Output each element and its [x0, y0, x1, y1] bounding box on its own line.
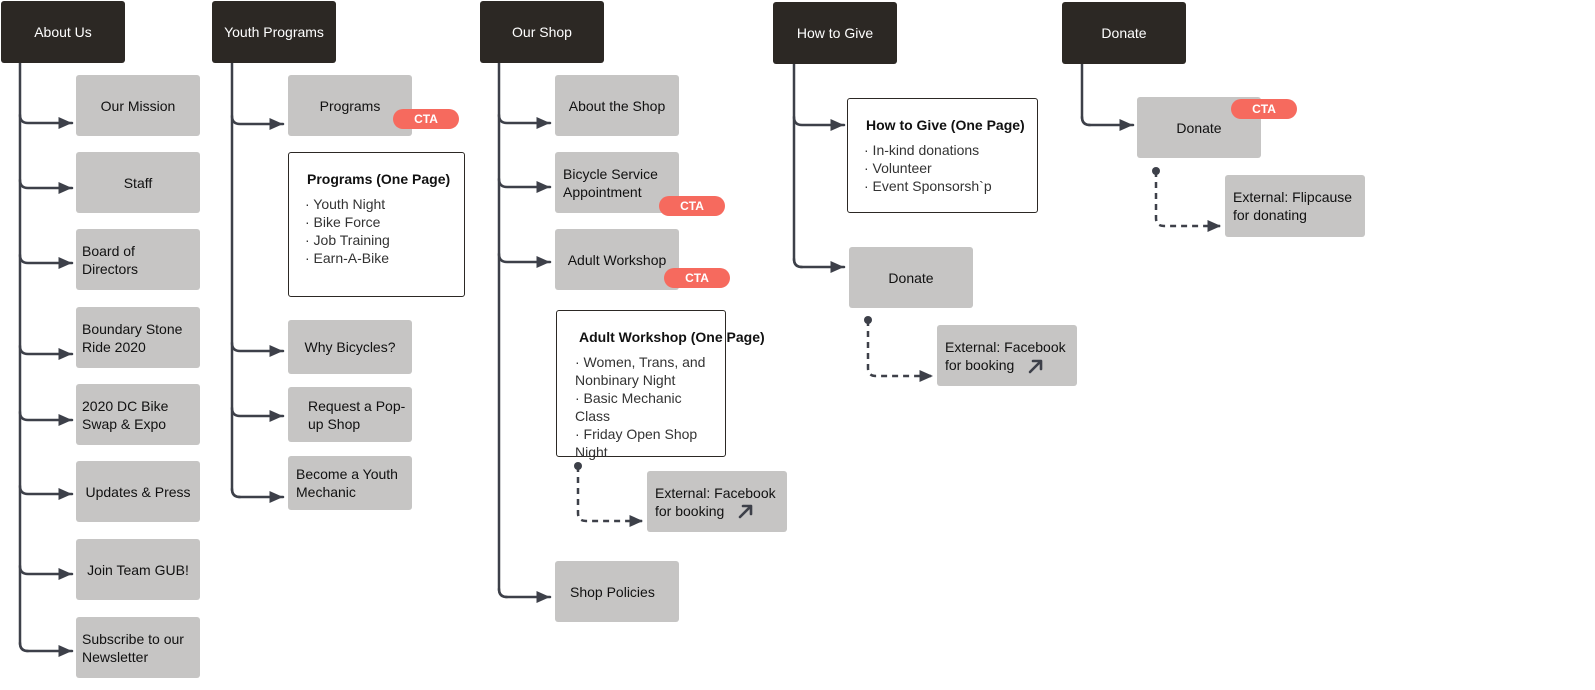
list-item: · Youth Night: [305, 196, 386, 212]
tree-branch: [1080, 115, 1135, 131]
tree-branch: [497, 252, 552, 268]
panel-list: · Youth Night · Bike Force · Job Trainin…: [289, 195, 464, 267]
panel-adult-workshop-one-page[interactable]: Adult Workshop (One Page) · Women, Trans…: [556, 310, 765, 460]
page-join-team[interactable]: Join Team GUB!: [76, 539, 200, 600]
tree-branch: [230, 406, 285, 422]
page-updates-press[interactable]: Updates & Press: [76, 461, 200, 522]
list-item: · Volunteer: [864, 160, 932, 176]
page-board-of-directors[interactable]: Board of Directors: [76, 229, 200, 290]
connector-origin-dot: [864, 316, 872, 324]
list-item: · Event Sponsorsh`p: [864, 178, 992, 194]
tree-branch: [230, 341, 285, 357]
tree-trunk: [230, 61, 242, 499]
panel-list: · Women, Trans, and Nonbinary Night · Ba…: [557, 353, 725, 461]
tree-branch: [18, 113, 74, 129]
dashed-external-link: [576, 466, 643, 527]
external-link-icon: [1028, 359, 1043, 374]
panel-how-to-give-one-page[interactable]: How to Give (One Page) · In-kind donatio…: [847, 98, 1038, 213]
page-shop-policies[interactable]: Shop Policies: [555, 561, 679, 622]
page-staff[interactable]: Staff: [76, 152, 200, 213]
header-our-shop[interactable]: Our Shop: [480, 1, 604, 63]
tree-branch: [18, 564, 74, 580]
header-youth-programs[interactable]: Youth Programs: [212, 1, 336, 63]
dashed-external-link: [1154, 171, 1221, 232]
external-link-label: External: Facebook for booking: [945, 338, 1066, 373]
tree-trunk: [1080, 61, 1092, 127]
page-our-mission[interactable]: Our Mission: [76, 75, 200, 136]
tree-branch: [792, 115, 846, 131]
tree-trunk: [792, 61, 804, 269]
page-donate-give[interactable]: Donate: [849, 247, 973, 308]
page-dc-bike-swap[interactable]: 2020 DC Bike Swap & Expo: [76, 384, 200, 445]
tree-branch: [18, 410, 74, 426]
page-bicycle-service-appointment[interactable]: Bicycle Service Appointment: [555, 152, 679, 213]
dashed-external-link: [866, 320, 933, 382]
page-become-youth-mechanic[interactable]: Become a Youth Mechanic: [288, 456, 412, 510]
cta-badge: CTA: [393, 109, 459, 129]
external-link-icon: [738, 504, 753, 519]
connector-origin-dot: [574, 462, 582, 470]
panel-title: How to Give (One Page): [866, 117, 1025, 133]
connector-origin-dot: [1152, 167, 1160, 175]
tree-trunk: [18, 61, 30, 653]
panel-title: Programs (One Page): [307, 171, 451, 187]
tree-branch: [230, 114, 285, 130]
tree-branch: [18, 253, 74, 269]
list-item: · Friday Open Shop Night: [575, 426, 698, 460]
tree-branch: [18, 178, 74, 194]
external-flipcause-donating[interactable]: External: Flipcause for donating: [1225, 175, 1365, 237]
tree-branch: [230, 487, 285, 503]
panel-programs-one-page[interactable]: Programs (One Page) · Youth Night · Bike…: [288, 152, 465, 297]
panel-title: Adult Workshop (One Page): [579, 329, 765, 345]
cta-badge: CTA: [664, 268, 730, 288]
external-link-label: External: Facebook for booking: [655, 484, 776, 519]
page-subscribe-newsletter[interactable]: Subscribe to our Newsletter: [76, 617, 200, 678]
list-item: · Earn-A-Bike: [305, 250, 390, 266]
panel-list: · In-kind donations · Volunteer · Event …: [848, 141, 1037, 195]
tree-branch: [497, 177, 552, 193]
tree-branch: [792, 257, 846, 273]
list-item: · In-kind donations: [864, 142, 980, 158]
cta-badge: CTA: [659, 196, 725, 216]
page-programs[interactable]: Programs: [288, 75, 412, 136]
tree-branch: [18, 641, 74, 657]
external-facebook-booking-shop[interactable]: External: Facebook for booking: [647, 471, 787, 532]
page-adult-workshop[interactable]: Adult Workshop: [555, 229, 679, 290]
tree-trunk: [497, 61, 509, 599]
header-about-us[interactable]: About Us: [1, 1, 125, 63]
page-about-the-shop[interactable]: About the Shop: [555, 75, 679, 136]
list-item: · Job Training: [305, 232, 390, 248]
page-why-bicycles[interactable]: Why Bicycles?: [288, 320, 412, 374]
tree-branch: [497, 113, 552, 129]
page-request-popup-shop[interactable]: Request a Pop-up Shop: [288, 387, 412, 442]
cta-badge: CTA: [1231, 99, 1297, 119]
header-how-to-give[interactable]: How to Give: [773, 2, 897, 64]
list-item: · Women, Trans, and Nonbinary Night: [575, 354, 706, 388]
tree-branch: [18, 484, 74, 500]
tree-branch: [18, 344, 74, 360]
header-donate[interactable]: Donate: [1062, 2, 1186, 64]
list-item: · Basic Mechanic Class: [575, 390, 682, 424]
external-facebook-booking-give[interactable]: External: Facebook for booking: [937, 325, 1077, 386]
list-item: · Bike Force: [305, 214, 381, 230]
tree-branch: [497, 587, 552, 603]
page-boundary-stone-ride[interactable]: Boundary Stone Ride 2020: [76, 307, 200, 368]
